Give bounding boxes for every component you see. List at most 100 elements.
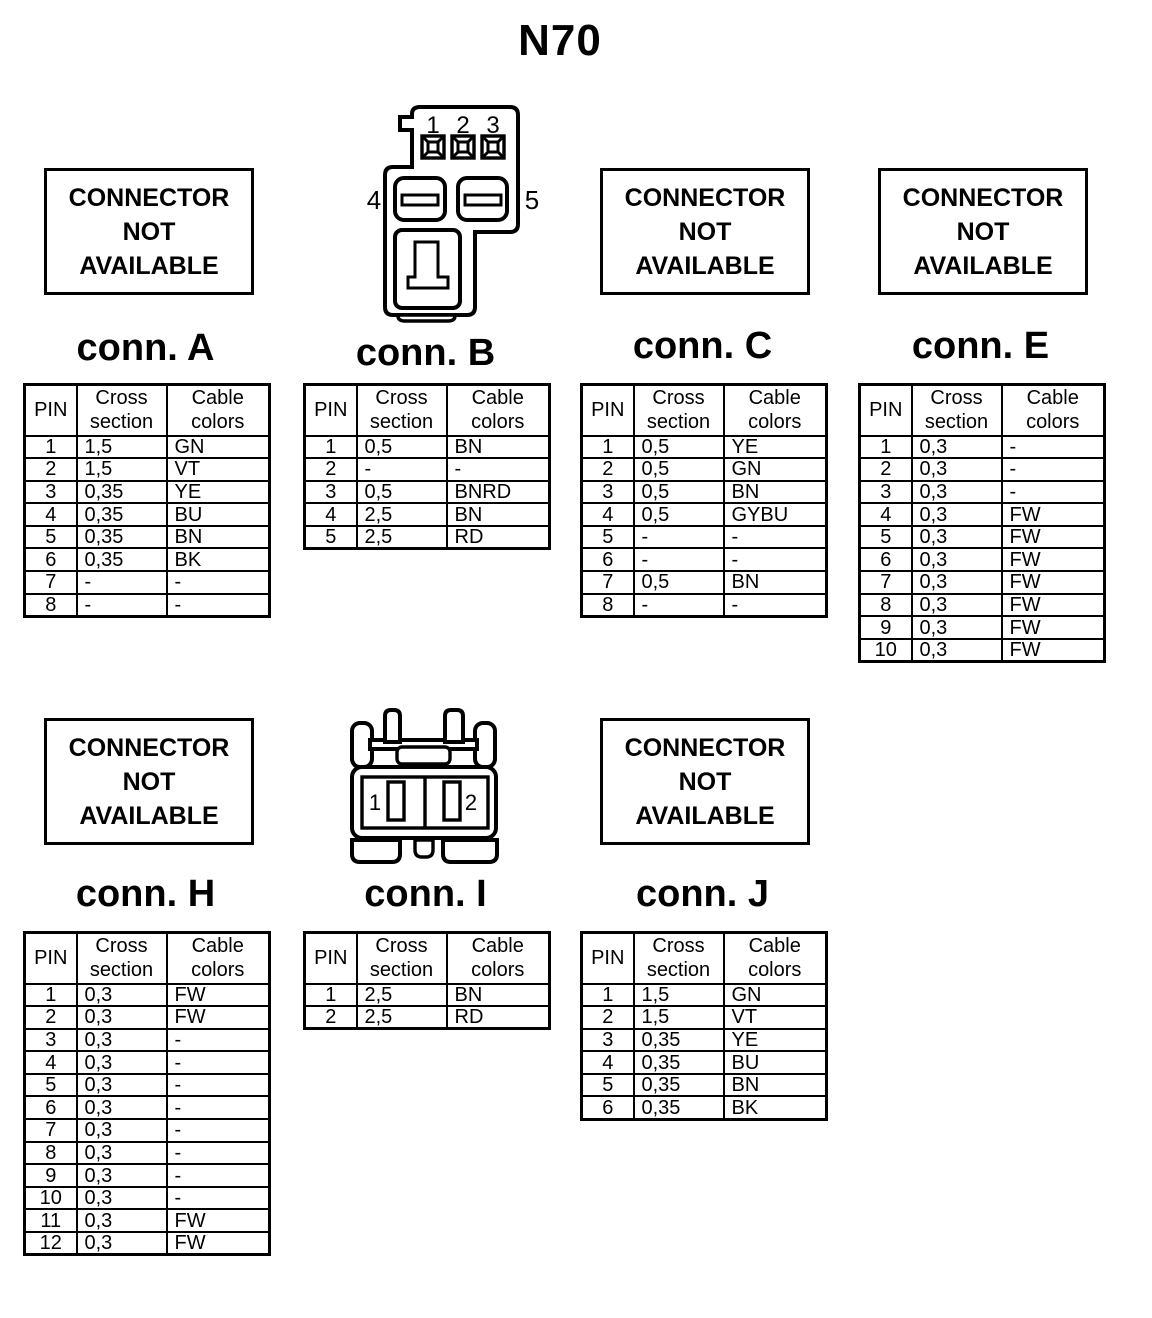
pin-cell: 6 <box>23 547 78 573</box>
cable-color-cell: FW <box>1000 524 1106 550</box>
connector-e-label: conn. E <box>911 325 1050 367</box>
cable-color-cell: YE <box>165 479 271 505</box>
cross-section-header: Cross section <box>75 931 168 985</box>
cable-color-cell: FW <box>1000 502 1106 527</box>
na-box-line: AVAILABLE <box>79 801 219 830</box>
pin-cell: 2 <box>303 1005 358 1030</box>
na-box-line: AVAILABLE <box>635 251 775 280</box>
pin-table-header-row: PIN Cross section Cable colors <box>23 383 271 437</box>
connector-e-not-available-box: CONNECTOR NOT AVAILABLE <box>878 168 1088 295</box>
pin-cell: 7 <box>580 570 635 595</box>
pin-cell: 5 <box>23 1072 78 1098</box>
pin-1-cavity <box>386 780 406 822</box>
pin-header: PIN <box>23 383 78 437</box>
pin-table-header-row: PIN Cross section Cable colors <box>23 931 271 985</box>
cross-section-cell: 0,5 <box>632 570 725 595</box>
cross-section-cell: 0,3 <box>910 615 1003 640</box>
cable-color-cell: FW <box>1000 592 1106 618</box>
pin-cell: 1 <box>23 434 78 460</box>
pin-4-cavity <box>393 176 447 222</box>
cable-color-cell: FW <box>1000 615 1106 640</box>
cable-colors-header: Cable colors <box>445 383 551 437</box>
cross-section-cell: - <box>632 592 725 618</box>
pin-number-label: 1 <box>369 790 381 815</box>
na-box-line: AVAILABLE <box>635 801 775 830</box>
cable-color-cell: - <box>1000 479 1106 505</box>
pin-cell: 3 <box>580 479 635 505</box>
cable-color-cell: BN <box>445 434 551 460</box>
pin-cell: 6 <box>580 1095 635 1121</box>
pin-table-header-row: PIN Cross section Cable colors <box>580 931 828 985</box>
connector-j-not-available-box: CONNECTOR NOT AVAILABLE <box>600 718 810 845</box>
pin-cell: 2 <box>303 457 358 482</box>
pin-table-row: 8-- <box>580 592 828 618</box>
cross-section-cell: 0,5 <box>355 434 448 460</box>
cross-section-cell: 0,5 <box>632 457 725 482</box>
cable-color-cell: BN <box>722 570 828 595</box>
pin-cell: 4 <box>23 1050 78 1075</box>
pin-header: PIN <box>303 383 358 437</box>
cable-color-cell: GN <box>165 434 271 460</box>
cable-color-cell: - <box>165 1118 271 1143</box>
pin-cell: 3 <box>23 1027 78 1053</box>
middle-foot <box>413 838 435 859</box>
pin-cell: 6 <box>23 1095 78 1121</box>
pin-cell: 5 <box>580 524 635 550</box>
cable-color-cell: BN <box>722 479 828 505</box>
pin-table-row: 2-- <box>303 457 551 482</box>
cross-section-cell: 0,3 <box>75 1163 168 1188</box>
cross-section-cell: 0,3 <box>910 457 1003 482</box>
cross-section-cell: 0,3 <box>910 570 1003 595</box>
cable-color-cell: FW <box>1000 637 1106 663</box>
cross-section-cell: 0,35 <box>75 479 168 505</box>
cross-section-cell: 0,3 <box>910 637 1003 663</box>
cross-section-cell: 0,5 <box>355 479 448 505</box>
na-box-line: NOT <box>678 767 732 796</box>
pin-number-label: 2 <box>465 790 477 815</box>
pin-2-cavity <box>442 780 462 822</box>
cable-color-cell: GN <box>722 457 828 482</box>
pin-1-cavity <box>420 134 446 160</box>
cross-section-cell: 0,3 <box>75 1027 168 1053</box>
na-box-line: NOT <box>956 217 1010 246</box>
pin-cell: 11 <box>23 1208 78 1234</box>
cable-color-cell: FW <box>165 1208 271 1234</box>
cable-color-cell: - <box>722 524 828 550</box>
cable-color-cell: YE <box>722 1027 828 1053</box>
cable-color-cell: VT <box>165 457 271 482</box>
cross-section-cell: 0,3 <box>75 1050 168 1075</box>
pin-header: PIN <box>580 931 635 985</box>
cable-color-cell: - <box>165 1027 271 1053</box>
pin-number-label: 5 <box>525 185 539 215</box>
pin-number-label: 4 <box>367 185 381 215</box>
cable-color-cell: - <box>722 547 828 573</box>
cross-section-cell: 0,3 <box>75 1185 168 1211</box>
cross-section-cell: 0,35 <box>75 502 168 527</box>
pin-table-row: 8-- <box>23 592 271 618</box>
pin-cell: 1 <box>303 982 358 1008</box>
pin-cell: 2 <box>23 457 78 482</box>
cable-color-cell: BU <box>165 502 271 527</box>
cable-color-cell: FW <box>1000 547 1106 573</box>
pin-cell: 7 <box>858 570 913 595</box>
pin-number-label: 3 <box>486 112 499 139</box>
connector-a-label: conn. A <box>76 327 215 369</box>
cable-color-cell: - <box>165 570 271 595</box>
cross-section-cell: 0,3 <box>910 524 1003 550</box>
